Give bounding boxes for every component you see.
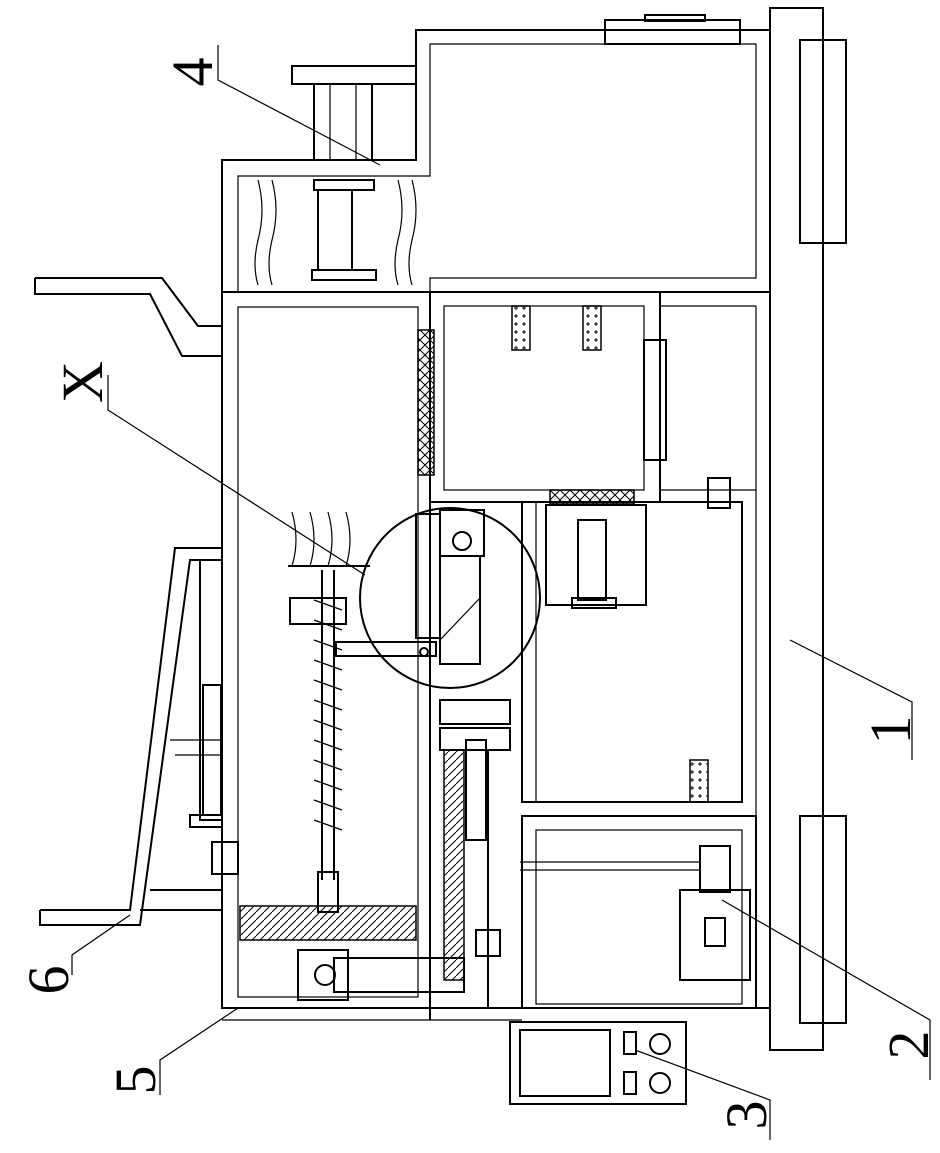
upper-box <box>222 15 770 292</box>
reference-label-6: 6 <box>16 966 81 995</box>
reference-label-1: 1 <box>858 716 923 745</box>
reference-label-x: X <box>50 361 115 403</box>
reference-label-5: 5 <box>103 1066 168 1095</box>
detail-circle-x <box>336 508 540 688</box>
screw-assembly <box>240 512 510 1008</box>
reference-label-2: 2 <box>876 1031 940 1060</box>
reference-label-4: 4 <box>160 58 225 87</box>
reference-label-3: 3 <box>714 1101 779 1130</box>
base-frame <box>770 8 846 1050</box>
right-chamber <box>418 292 756 1008</box>
control-panel <box>510 1022 686 1104</box>
